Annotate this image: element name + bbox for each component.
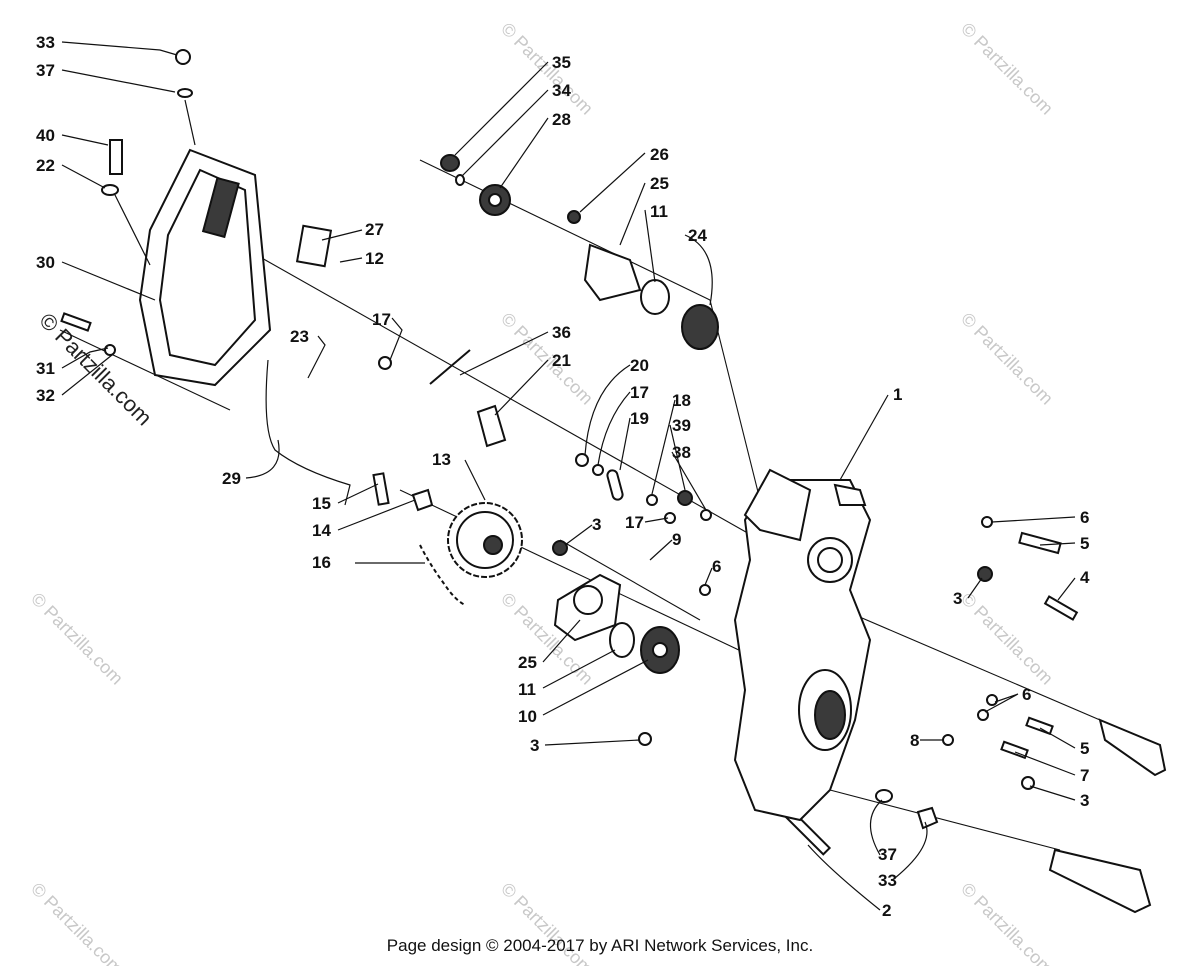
watermark: © Partzilla.com (957, 19, 1057, 119)
callout-10: 10 (518, 707, 537, 726)
callout-40: 40 (36, 126, 55, 145)
callout-18: 18 (672, 391, 691, 410)
callout-36: 36 (552, 323, 571, 342)
callout-17: 17 (625, 513, 644, 532)
callout-17: 17 (630, 383, 649, 402)
drive-chain (265, 359, 466, 606)
callout-39: 39 (672, 416, 691, 435)
callout-2: 2 (882, 901, 891, 920)
callout-35: 35 (552, 53, 571, 72)
callout-29: 29 (222, 469, 241, 488)
callout-12: 12 (365, 249, 384, 268)
callout-28: 28 (552, 110, 571, 129)
sprocket (447, 502, 523, 578)
callout-9: 9 (672, 530, 681, 549)
chaincase-housing (733, 468, 1167, 914)
callout-33: 33 (36, 33, 55, 52)
callout-25: 25 (518, 653, 537, 672)
fasteners (60, 49, 1079, 856)
callout-8: 8 (910, 731, 919, 750)
callout-21: 21 (552, 351, 571, 370)
callout-11: 11 (650, 202, 668, 221)
callout-25: 25 (650, 174, 669, 193)
callout-37: 37 (878, 845, 897, 864)
callout-3: 3 (530, 736, 539, 755)
callout-32: 32 (36, 386, 55, 405)
callout-3: 3 (953, 589, 962, 608)
watermark: © Partzilla.com (27, 589, 127, 689)
watermark: © Partzilla.com (497, 309, 597, 409)
callout-38: 38 (672, 443, 691, 462)
callout-1: 1 (893, 385, 902, 404)
callout-11: 11 (518, 680, 536, 699)
callout-6: 6 (712, 557, 721, 576)
callout-30: 30 (36, 253, 55, 272)
callout-13: 13 (432, 450, 451, 469)
watermark: © Partzilla.com (957, 309, 1057, 409)
chaincase-cover (138, 148, 333, 387)
callout-5: 5 (1080, 534, 1089, 553)
callout-27: 27 (365, 220, 384, 239)
callout-17: 17 (372, 310, 391, 329)
callout-3: 3 (1080, 791, 1089, 810)
callout-5: 5 (1080, 739, 1089, 758)
callout-4: 4 (1080, 568, 1090, 587)
watermark: © Partzilla.com (497, 19, 597, 119)
callouts: 33 37 40 22 30 31 32 27 12 23 17 29 35 3… (36, 33, 1090, 920)
callout-3: 3 (592, 515, 601, 534)
page-footer: Page design © 2004-2017 by ARI Network S… (386, 936, 814, 955)
watermarks: © Partzilla.com © Partzilla.com © Partzi… (27, 19, 1057, 966)
leader-lines (61, 41, 1076, 911)
callout-15: 15 (312, 494, 331, 513)
callout-23: 23 (290, 327, 309, 346)
callout-6: 6 (1080, 508, 1089, 527)
callout-16: 16 (312, 553, 331, 572)
watermark: © Partzilla.com (957, 589, 1057, 689)
callout-33: 33 (878, 871, 897, 890)
callout-31: 31 (36, 359, 55, 378)
callout-34: 34 (552, 81, 571, 100)
callout-6: 6 (1022, 685, 1031, 704)
callout-26: 26 (650, 145, 669, 164)
callout-24: 24 (688, 226, 707, 245)
callout-22: 22 (36, 156, 55, 175)
callout-37: 37 (36, 61, 55, 80)
callout-7: 7 (1080, 766, 1089, 785)
callout-14: 14 (312, 521, 331, 540)
callout-20: 20 (630, 356, 649, 375)
callout-19: 19 (630, 409, 649, 428)
